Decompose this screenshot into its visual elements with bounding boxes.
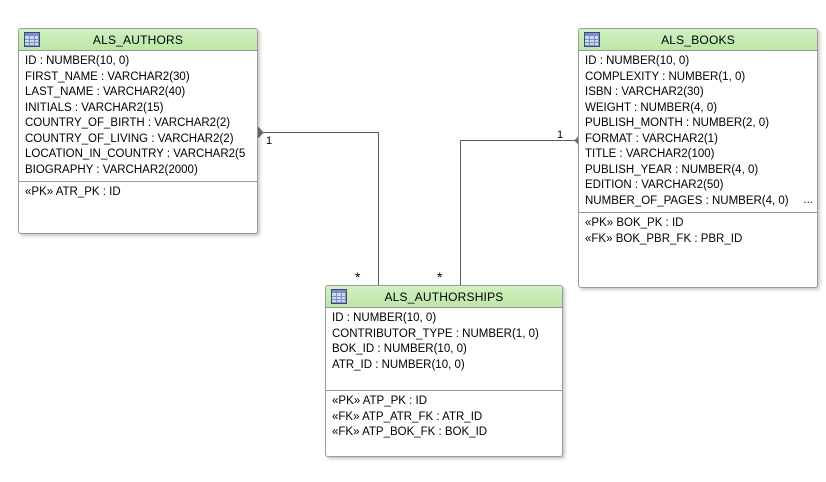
- attribute-row: TITLE : VARCHAR2(100): [585, 148, 715, 160]
- attribute-row: BIOGRAPHY : VARCHAR2(2000): [25, 163, 198, 176]
- attributes-compartment-als-authorships: ID : NUMBER(10, 0) CONTRIBUTOR_TYPE : NU…: [326, 308, 562, 390]
- attribute-row: NUMBER_OF_PAGES : NUMBER(4, 0): [585, 194, 789, 207]
- key-stereotype: «FK»: [585, 232, 613, 245]
- attribute-row: PUBLISH_YEAR : NUMBER(4, 0): [585, 163, 759, 176]
- attribute-row: PUBLISH_MONTH : NUMBER(2, 0): [585, 117, 770, 129]
- key-row: «PK» ATP_PK : ID: [326, 394, 562, 410]
- key-stereotype: «PK»: [332, 395, 361, 407]
- multiplicity-authors-one: 1: [266, 135, 273, 147]
- attribute-row: COMPLEXITY : NUMBER(1, 0): [585, 70, 746, 83]
- entity-als-authors[interactable]: ALS_AUTHORS ID : NUMBER(10, 0) FIRST_NAM…: [18, 28, 258, 234]
- connector-authors-vertical[interactable]: [378, 132, 379, 286]
- key-row: «PK» BOK_PK : ID: [579, 216, 817, 232]
- entity-title-als-books: ALS_BOOKS: [661, 32, 735, 47]
- entity-header-als-authors: ALS_AUTHORS: [19, 29, 257, 51]
- multiplicity-authorships-many-left: *: [355, 269, 361, 285]
- table-icon: [331, 289, 347, 304]
- attribute-row: LAST_NAME : VARCHAR2(40): [25, 86, 186, 98]
- key-text: ATR_PK : ID: [55, 186, 121, 198]
- keys-compartment-als-books: «PK» BOK_PK : ID «FK» BOK_PBR_FK : PBR_I…: [579, 212, 817, 287]
- key-stereotype: «PK»: [585, 217, 614, 229]
- attribute-row: WEIGHT : NUMBER(4, 0): [585, 101, 718, 114]
- key-row: «PK» ATR_PK : ID: [19, 185, 257, 201]
- attribute-row: FIRST_NAME : VARCHAR2(30): [25, 70, 190, 83]
- entity-als-authorships[interactable]: ALS_AUTHORSHIPS ID : NUMBER(10, 0) CONTR…: [325, 285, 563, 457]
- attributes-compartment-als-authors: ID : NUMBER(10, 0) FIRST_NAME : VARCHAR2…: [19, 51, 257, 181]
- attribute-row: CONTRIBUTOR_TYPE : NUMBER(1, 0): [332, 327, 539, 340]
- attributes-compartment-als-books: ID : NUMBER(10, 0) COMPLEXITY : NUMBER(1…: [579, 51, 817, 212]
- entity-title-als-authors: ALS_AUTHORS: [92, 32, 184, 47]
- entity-header-als-books: ALS_BOOKS: [579, 29, 817, 51]
- attribute-row: FORMAT : VARCHAR2(1): [585, 132, 718, 145]
- key-text: ATP_PK : ID: [362, 395, 428, 407]
- key-stereotype: «FK»: [332, 410, 360, 423]
- keys-compartment-als-authorships: «PK» ATP_PK : ID «FK» ATP_ATR_FK : ATR_I…: [326, 390, 562, 456]
- attribute-row: EDITION : VARCHAR2(50): [585, 179, 724, 191]
- key-row: «FK» ATP_ATR_FK : ATR_ID: [326, 410, 562, 426]
- key-text: ATP_ATR_FK : ATR_ID: [362, 410, 483, 423]
- key-row: «FK» BOK_PBR_FK : PBR_ID: [579, 232, 817, 248]
- table-icon: [24, 32, 40, 47]
- entity-header-als-authorships: ALS_AUTHORSHIPS: [326, 286, 562, 308]
- attribute-row: ID : NUMBER(10, 0): [585, 55, 690, 67]
- attribute-row: ID : NUMBER(10, 0): [25, 55, 130, 67]
- attribute-row: ATR_ID : NUMBER(10, 0): [332, 358, 465, 371]
- multiplicity-authorships-many-right: *: [437, 269, 443, 285]
- attribute-row: LOCATION_IN_COUNTRY : VARCHAR2(5: [25, 148, 246, 160]
- attribute-row: ISBN : VARCHAR2(30): [585, 86, 704, 98]
- connector-books-vertical[interactable]: [460, 140, 461, 286]
- keys-compartment-als-authors: «PK» ATR_PK : ID: [19, 181, 257, 224]
- truncation-ellipsis: ...: [803, 194, 813, 206]
- key-text: ATP_BOK_FK : BOK_ID: [362, 426, 488, 438]
- attribute-row: COUNTRY_OF_BIRTH : VARCHAR2(2): [25, 117, 231, 129]
- key-stereotype: «FK»: [332, 426, 360, 438]
- connector-authors-horizontal[interactable]: [261, 132, 379, 133]
- table-icon: [584, 32, 600, 47]
- attribute-row: BOK_ID : NUMBER(10, 0): [332, 343, 467, 355]
- attribute-row: COUNTRY_OF_LIVING : VARCHAR2(2): [25, 132, 234, 145]
- connector-books-horizontal[interactable]: [460, 140, 581, 141]
- attribute-row: INITIALS : VARCHAR2(15): [25, 101, 164, 114]
- key-text: BOK_PBR_FK : PBR_ID: [615, 232, 743, 245]
- multiplicity-books-one: 1: [557, 129, 564, 141]
- key-stereotype: «PK»: [25, 186, 54, 198]
- key-text: BOK_PK : ID: [616, 217, 684, 229]
- attribute-row: ID : NUMBER(10, 0): [332, 312, 437, 324]
- entity-als-books[interactable]: ALS_BOOKS ID : NUMBER(10, 0) COMPLEXITY …: [578, 28, 818, 288]
- entity-title-als-authorships: ALS_AUTHORSHIPS: [384, 289, 504, 304]
- key-row: «FK» ATP_BOK_FK : BOK_ID: [326, 425, 562, 441]
